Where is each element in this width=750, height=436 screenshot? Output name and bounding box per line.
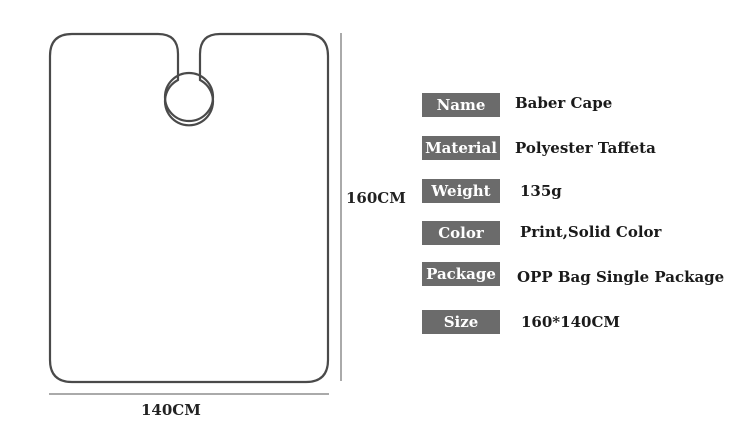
spec-tag-weight: Weight <box>422 179 500 203</box>
spec-value-material: Polyester Taffeta <box>515 139 656 157</box>
height-label: 160CM <box>346 189 406 207</box>
cape-outline <box>48 32 330 384</box>
spec-tag-size: Size <box>422 310 500 334</box>
spec-tag-color: Color <box>422 221 500 245</box>
spec-value-size: 160*140CM <box>521 313 621 331</box>
spec-tag-package: Package <box>422 262 500 286</box>
spec-value-package: OPP Bag Single Package <box>517 268 725 286</box>
spec-value-name: Baber Cape <box>515 94 613 112</box>
spec-value-weight: 135g <box>520 182 562 200</box>
neck-hole <box>163 71 215 123</box>
width-label: 140CM <box>141 401 201 419</box>
spec-tag-name: Name <box>422 93 500 117</box>
spec-tag-material: Material <box>422 136 500 160</box>
spec-value-color: Print,Solid Color <box>520 223 662 241</box>
